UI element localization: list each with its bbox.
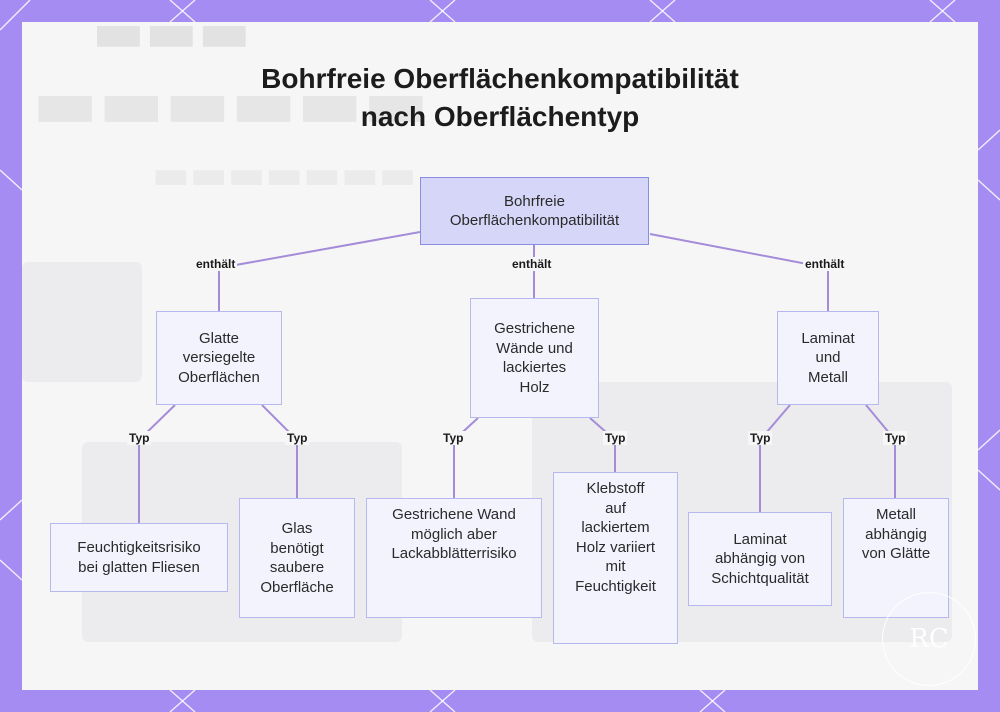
edge-laminate-laminateq: [759, 404, 791, 512]
edge-label-type: Typ: [285, 431, 310, 445]
edge-label-contains: enthält: [194, 257, 238, 271]
node-text-line: Gestrichene: [494, 320, 575, 337]
node-text-line: benötigt: [270, 539, 324, 557]
node-text-line: möglich aber: [411, 525, 497, 543]
background-blur-text: ▬▬▬▬▬▬: [32, 62, 429, 144]
title-line: Bohrfreie Oberflächenkompatibilität: [261, 63, 739, 94]
node-text-line: Gestrichene Wand: [392, 506, 516, 523]
node-text-line: Feuchtigkeit: [575, 577, 656, 595]
node-text-line: Lackabblätterrisiko: [391, 545, 517, 562]
title-line: nach Oberflächentyp: [360, 101, 640, 132]
edge-label-type: Typ: [883, 431, 908, 445]
edge-painted-wood: [589, 417, 616, 472]
node-tiles-moisture: Feuchtigkeitsrisiko bei glatten Fliesen: [50, 523, 228, 592]
node-text-line: Oberfläche: [260, 578, 334, 596]
edge-smooth-tiles: [138, 404, 176, 523]
node-text-line: saubere: [269, 559, 325, 576]
node-text-line: von Glätte: [861, 545, 931, 562]
edge-label-type: Typ: [603, 431, 628, 445]
node-text-line: Schichtqualität: [711, 569, 809, 587]
edge-root-laminate: [649, 233, 829, 311]
node-text-line: abhängig: [865, 525, 927, 543]
edge-label-type: Typ: [127, 431, 152, 445]
node-text-line: Laminat: [801, 329, 855, 347]
node-text-line: Laminat: [733, 530, 787, 548]
edge-label-contains: enthält: [803, 257, 847, 271]
node-text-line: lackiertem: [581, 519, 650, 536]
node-text-line: Metall: [875, 506, 916, 523]
watermark-logo: RC: [882, 592, 976, 686]
node-text-line: Oberflächenkompatibilität: [449, 212, 620, 229]
node-text-line: Glatte: [198, 329, 240, 347]
node-text-line: Oberflächen: [178, 368, 260, 386]
edge-label-contains: enthält: [510, 257, 554, 271]
background-blur-text: ▬▬▬▬▬▬▬: [152, 152, 417, 198]
node-text-line: versiegelte: [182, 349, 256, 367]
node-text-line: Glas: [281, 520, 313, 537]
edge-laminate-metal: [865, 404, 896, 498]
node-text-line: und: [815, 349, 841, 367]
background-blur-shape: [22, 262, 142, 382]
edge-painted-wall: [453, 417, 479, 498]
node-text-line: auf: [605, 499, 626, 517]
node-text-line: Holz: [519, 378, 550, 396]
edge-label-type: Typ: [748, 431, 773, 445]
node-text-line: lackiertes: [502, 359, 567, 376]
node-text-line: Feuchtigkeitsrisiko: [77, 539, 201, 556]
diagram-title: Bohrfreie Oberflächenkompatibilität nach…: [0, 60, 1000, 136]
node-text-line: Wände und: [496, 339, 573, 357]
node-metal-smoothness: Metall abhängig von Glätte: [843, 498, 949, 618]
edge-smooth-glass: [261, 404, 298, 498]
edge-root-smooth: [218, 231, 421, 311]
node-text-line: mit: [605, 558, 626, 575]
node-text-line: Metall: [807, 368, 848, 386]
node-text-line: Bohrfreie: [504, 192, 565, 210]
node-text-line: Holz variiert: [575, 538, 656, 556]
node-text-line: bei glatten Fliesen: [78, 558, 200, 576]
edge-label-type: Typ: [441, 431, 466, 445]
node-text-line: Klebstoff: [586, 480, 645, 497]
node-text-line: abhängig von: [714, 550, 806, 568]
background-blur-text: ▬▬▬: [92, 22, 251, 65]
